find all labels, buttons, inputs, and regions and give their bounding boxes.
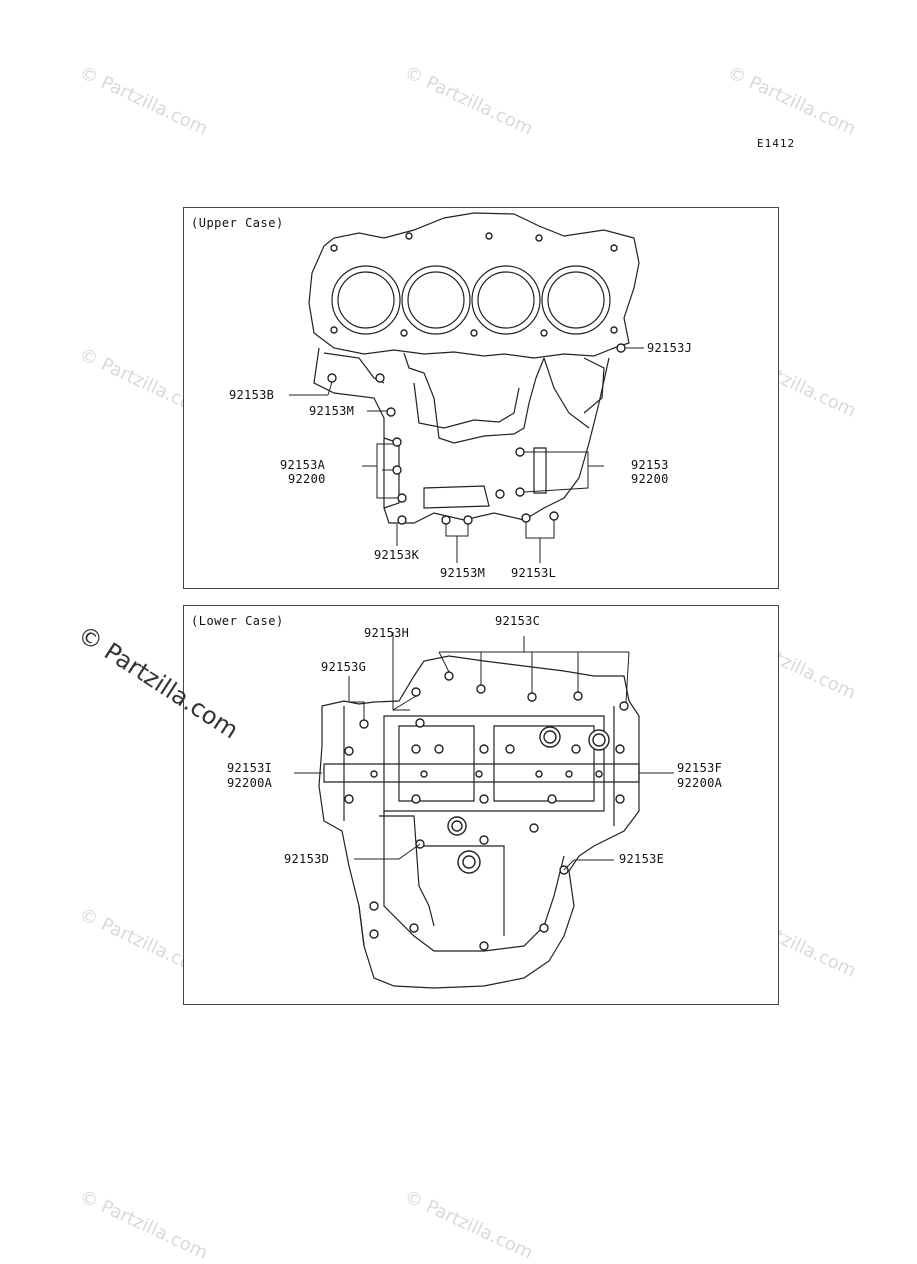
- callout-92153j: 92153J: [647, 341, 693, 355]
- callout-92200a-right: 92200A: [677, 776, 723, 790]
- lower-case-panel: (Lower Case): [183, 605, 779, 1005]
- lower-crankcase-drawing: [294, 632, 674, 989]
- upper-case-panel: (Upper Case): [183, 207, 779, 589]
- callout-92153f: 92153F: [677, 761, 723, 775]
- lower-case-title: (Lower Case): [191, 614, 284, 628]
- watermark: © Partzilla.com: [401, 62, 536, 140]
- callout-92200-left: 92200: [288, 472, 326, 486]
- callout-92153b: 92153B: [229, 388, 275, 402]
- callout-92153c: 92153C: [495, 614, 541, 628]
- callout-92153m-lower: 92153M: [440, 566, 486, 580]
- callout-92153i: 92153I: [227, 761, 273, 775]
- watermark: © Partzilla.com: [401, 1186, 536, 1264]
- watermark: © Partzilla.com: [76, 62, 211, 140]
- watermark: © Partzilla.com: [76, 1186, 211, 1264]
- callout-92153h: 92153H: [364, 626, 410, 640]
- callout-92200a-left: 92200A: [227, 776, 273, 790]
- callout-92200-right: 92200: [631, 472, 669, 486]
- upper-case-title: (Upper Case): [191, 216, 284, 230]
- callout-92153e: 92153E: [619, 852, 665, 866]
- callout-92153: 92153: [631, 458, 669, 472]
- callout-92153a: 92153A: [280, 458, 326, 472]
- watermark: © Partzilla.com: [724, 62, 859, 140]
- callout-92153l: 92153L: [511, 566, 557, 580]
- callout-92153k: 92153K: [374, 548, 420, 562]
- upper-crankcase-drawing: [289, 212, 644, 563]
- callout-92153g: 92153G: [321, 660, 367, 674]
- callout-92153d: 92153D: [284, 852, 330, 866]
- diagram-code: E1412: [757, 137, 796, 150]
- callout-92153m-upper: 92153M: [309, 404, 355, 418]
